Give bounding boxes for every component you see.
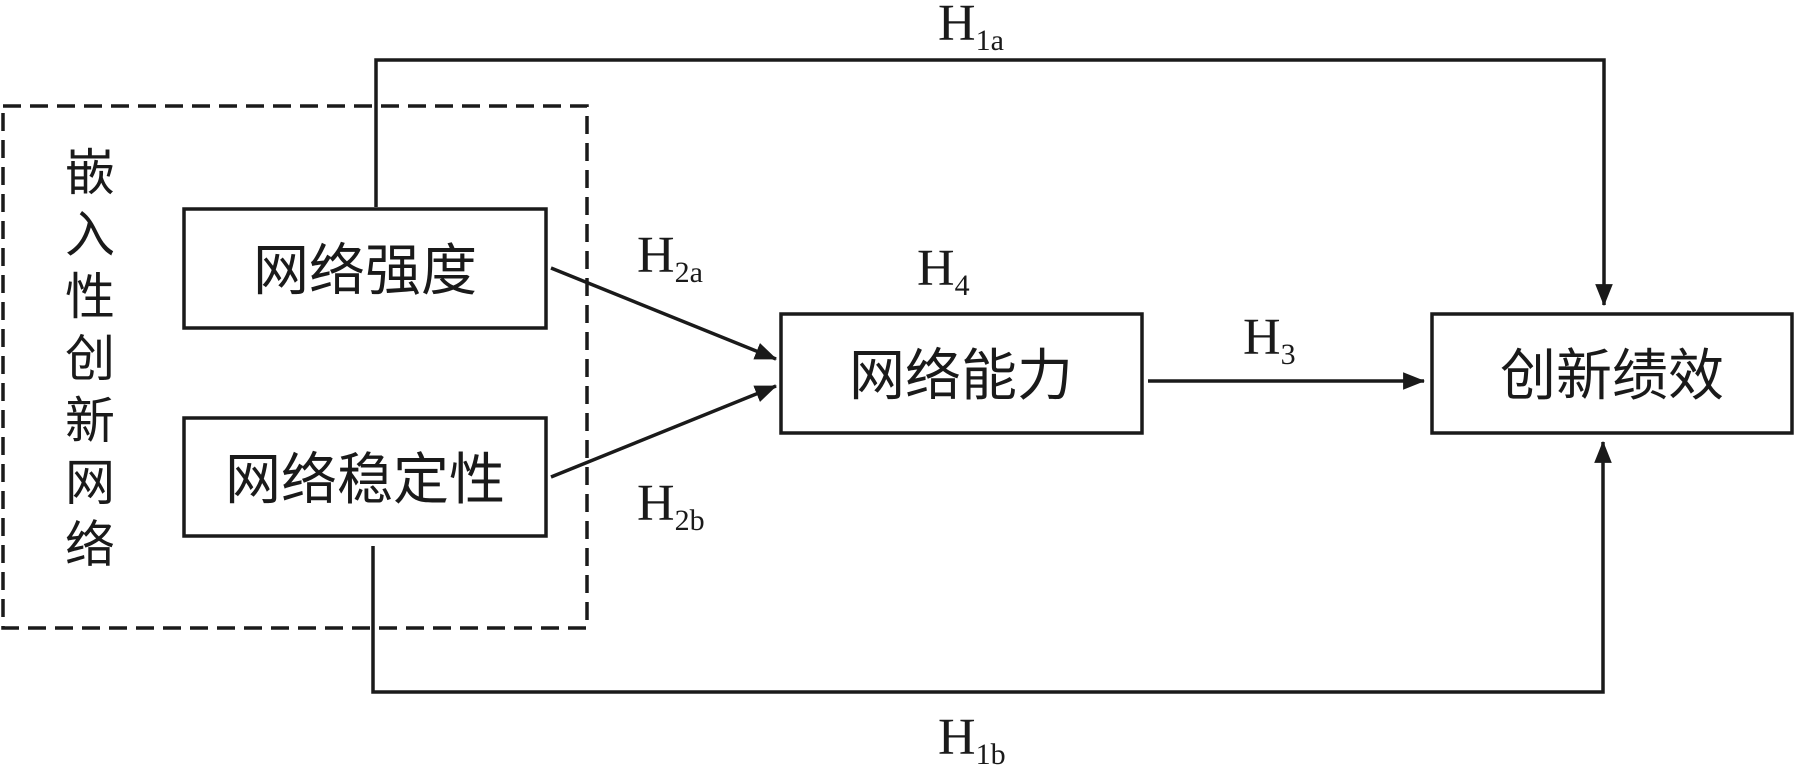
group-label-char: 入	[65, 206, 115, 264]
label-h4: H4	[917, 240, 970, 302]
label-h2a: H2a	[637, 227, 703, 289]
arrow-h2a	[550, 266, 778, 361]
node-innovation-performance-label: 创新绩效	[1500, 344, 1724, 409]
group-label-char: 新	[65, 392, 115, 450]
group-label-char: 性	[65, 268, 115, 326]
path-h1b	[371, 440, 1612, 694]
node-network-stability-box	[182, 416, 548, 538]
node-network-strength-label: 网络强度	[253, 239, 477, 304]
path-h1a	[374, 58, 1613, 307]
embedded-network-group-border	[1, 104, 589, 630]
label-h1a: H1a	[938, 0, 1004, 57]
label-h1b: H1b	[938, 709, 1006, 766]
node-network-strength-box	[182, 207, 548, 330]
group-label-char: 络	[65, 516, 115, 574]
node-network-capability-label: 网络能力	[849, 344, 1073, 409]
node-innovation-performance-box	[1430, 312, 1794, 435]
group-label-char: 创	[65, 330, 115, 388]
group-label: 嵌 入 性 创 新 网 络	[65, 144, 115, 574]
group-label-char: 嵌	[65, 144, 115, 202]
arrow-h2b	[550, 384, 778, 479]
label-h3: H3	[1243, 309, 1296, 371]
label-h2b: H2b	[637, 475, 705, 537]
node-network-capability-box	[779, 312, 1144, 435]
node-network-stability-label: 网络稳定性	[225, 448, 505, 513]
group-label-char: 网	[65, 454, 115, 512]
